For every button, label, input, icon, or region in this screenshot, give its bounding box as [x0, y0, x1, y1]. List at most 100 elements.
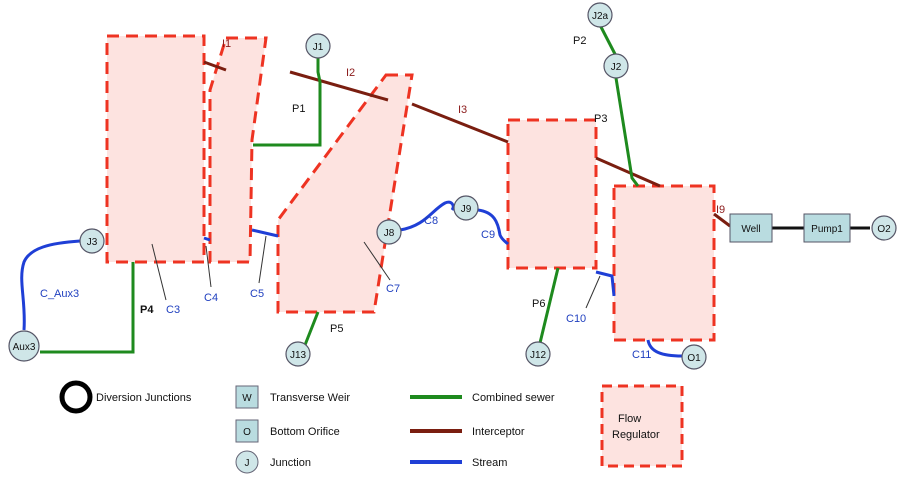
junction-j9[interactable]: J9: [453, 195, 479, 221]
svg-text:Well: Well: [741, 224, 760, 235]
legend-orifice: O Bottom Orifice: [235, 419, 340, 443]
regulator-area-4[interactable]: [506, 118, 598, 270]
svg-text:J2a: J2a: [592, 11, 609, 22]
label-c11: C11: [632, 349, 651, 361]
link-labels: I1 I2 I3 I9 P1 P2 P3 P4 P5 P6 C3 C4 C5 C…: [40, 35, 725, 361]
junction-j3[interactable]: J3: [79, 228, 105, 254]
sewer-p2[interactable]: [598, 24, 618, 57]
interceptor-i3[interactable]: [411, 102, 509, 144]
leader-c4: [205, 245, 212, 288]
junction-j1[interactable]: J1: [305, 33, 331, 59]
legend-diversion: Diversion Junctions: [59, 380, 192, 414]
label-p3: P3: [594, 113, 607, 125]
junction-j12[interactable]: J12: [525, 341, 551, 367]
svg-text:J2: J2: [611, 62, 622, 73]
interceptor-p3[interactable]: [595, 156, 661, 188]
interceptor-lines: [203, 60, 731, 228]
junction-aux3[interactable]: Aux3: [8, 330, 40, 362]
svg-text:Stream: Stream: [472, 457, 507, 469]
sewer-p1[interactable]: [253, 58, 322, 147]
legend-interceptor: Interceptor: [410, 426, 525, 438]
svg-text:Bottom Orifice: Bottom Orifice: [270, 426, 340, 438]
label-c-aux3: C_Aux3: [40, 288, 79, 300]
legend-flow-regulator: Flow Regulator: [600, 384, 684, 468]
leader-lines: [151, 235, 601, 309]
label-c8: C8: [424, 215, 438, 227]
label-i9: I9: [716, 204, 725, 216]
regulator-area-1[interactable]: [105, 34, 206, 264]
label-c9: C9: [481, 229, 495, 241]
interceptor-i1[interactable]: [203, 60, 227, 72]
label-i2: I2: [346, 67, 355, 79]
legend-junction: J Junction: [235, 450, 311, 474]
stream-c11[interactable]: [646, 339, 683, 358]
svg-text:J1: J1: [313, 42, 324, 53]
pump1-box[interactable]: Pump1: [803, 213, 851, 243]
junction-o2[interactable]: O2: [871, 215, 897, 241]
legend-combined: Combined sewer: [410, 392, 555, 404]
regulator-area-5[interactable]: [612, 184, 716, 342]
svg-text:W: W: [242, 393, 252, 404]
interceptor-i9[interactable]: [713, 212, 731, 228]
label-i1: I1: [222, 38, 231, 50]
label-p2: P2: [573, 35, 586, 47]
legend: Diversion Junctions W Transverse Weir O …: [59, 380, 684, 474]
interceptor-i2[interactable]: [289, 70, 389, 102]
junction-o1[interactable]: O1: [681, 344, 707, 370]
label-p4: P4: [140, 304, 154, 316]
sewer-p6[interactable]: [538, 267, 560, 344]
regulator-area-3[interactable]: [276, 73, 414, 314]
junction-j13[interactable]: J13: [285, 341, 311, 367]
label-c5: C5: [250, 288, 264, 300]
stream-c9[interactable]: [477, 208, 510, 246]
sewer-p4[interactable]: [40, 262, 135, 354]
sewer-j2-down[interactable]: [614, 77, 640, 187]
svg-text:Pump1: Pump1: [811, 224, 843, 235]
leader-c5: [258, 235, 267, 284]
svg-text:J13: J13: [290, 350, 307, 361]
stream-lines: [20, 200, 683, 358]
regulator-area-2[interactable]: [208, 36, 268, 264]
svg-text:O: O: [243, 427, 251, 438]
stream-c-aux3[interactable]: [20, 239, 81, 331]
svg-text:J12: J12: [530, 350, 547, 361]
leader-c10: [585, 275, 601, 309]
svg-text:Combined sewer: Combined sewer: [472, 392, 555, 404]
junction-j8[interactable]: J8: [376, 219, 402, 245]
label-c3: C3: [166, 304, 180, 316]
well-box[interactable]: Well: [729, 213, 773, 243]
svg-text:Junction: Junction: [270, 457, 311, 469]
svg-text:J8: J8: [384, 228, 395, 239]
stream-c5[interactable]: [251, 228, 279, 238]
stream-c10[interactable]: [595, 270, 616, 297]
label-p6: P6: [532, 298, 545, 310]
svg-text:Interceptor: Interceptor: [472, 426, 525, 438]
stream-c8[interactable]: [399, 200, 455, 232]
svg-text:Transverse Weir: Transverse Weir: [270, 392, 350, 404]
junction-nodes: J1 J2a J2 J3 Aux3 J8 J9 J12: [8, 2, 897, 370]
svg-text:Diversion Junctions: Diversion Junctions: [96, 392, 192, 404]
label-c7: C7: [386, 283, 400, 295]
label-i3: I3: [458, 104, 467, 116]
label-c10: C10: [566, 313, 586, 325]
svg-text:J: J: [245, 458, 250, 469]
combined-sewer-lines: [40, 24, 640, 354]
flow-regulator-areas: [105, 34, 716, 342]
svg-text:Regulator: Regulator: [612, 429, 660, 441]
svg-text:J9: J9: [461, 204, 472, 215]
leader-c3: [151, 243, 167, 301]
label-c4: C4: [204, 292, 218, 304]
svg-text:O1: O1: [687, 353, 701, 364]
label-p1: P1: [292, 103, 305, 115]
label-p5: P5: [330, 323, 343, 335]
legend-weir: W Transverse Weir: [235, 385, 350, 409]
svg-text:J3: J3: [87, 237, 98, 248]
junction-j2[interactable]: J2: [603, 53, 629, 79]
stream-c4[interactable]: [203, 236, 211, 242]
sewer-p5[interactable]: [303, 311, 320, 346]
svg-text:Flow: Flow: [618, 413, 641, 425]
junction-j2a[interactable]: J2a: [587, 2, 613, 28]
leader-c7: [363, 241, 391, 281]
svg-text:O2: O2: [877, 224, 891, 235]
